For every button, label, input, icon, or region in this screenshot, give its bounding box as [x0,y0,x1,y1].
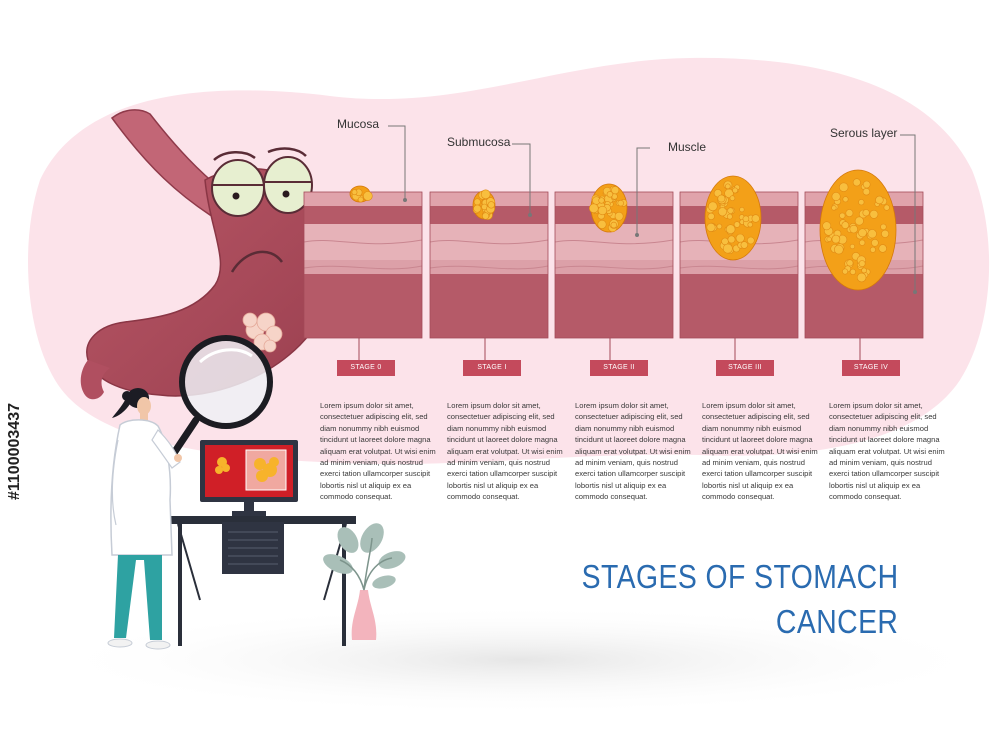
tumor-stage-4 [819,169,897,291]
label-submucosa: Submucosa [447,135,511,149]
desk-scene [168,440,406,646]
page-title-line-2: CANCER [775,603,898,640]
label-leaders [388,125,916,292]
stage-description: Lorem ipsum dolor sit amet, consectetuer… [320,401,436,502]
tissue-panel [429,191,549,360]
magnifying-glass-icon [168,335,273,460]
tissue-panel [554,191,674,360]
floor-shadow [40,605,1000,715]
stage-tag: STAGE III [716,360,774,376]
stage-description: Lorem ipsum dolor sit amet, consectetuer… [829,401,945,502]
stock-id: #1100003437 [6,403,23,500]
tumor-stage-3 [704,175,762,261]
tissue-panel [303,191,423,360]
stage-tag: STAGE I [463,360,521,376]
tumor-stage-2 [588,183,628,233]
stage-tag: STAGE II [590,360,648,376]
tumor-stages [349,169,897,291]
tumor-stage-0 [349,185,373,203]
stage-description: Lorem ipsum dolor sit amet, consectetuer… [575,401,691,502]
stage-description: Lorem ipsum dolor sit amet, consectetuer… [447,401,563,502]
stage-tag: STAGE 0 [337,360,395,376]
doctor-figure [107,388,182,650]
stomach-illustration [80,109,334,400]
stage-description: Lorem ipsum dolor sit amet, consectetuer… [702,401,818,502]
label-leader-ends [403,198,917,294]
tumor-stage-1 [472,189,496,220]
label-serous-layer: Serous layer [830,126,898,140]
page-title-line-1: STAGES OF STOMACH [581,558,898,595]
label-muscle: Muscle [668,140,707,154]
label-mucosa: Mucosa [337,117,380,131]
stage-tag: STAGE IV [842,360,900,376]
